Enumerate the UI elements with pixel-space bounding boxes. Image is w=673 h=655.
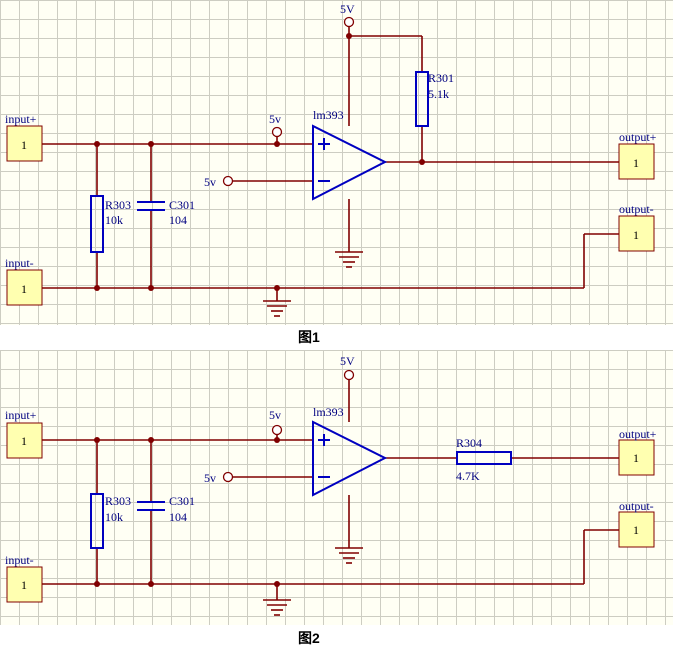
figure-1-caption: 图1	[298, 329, 320, 345]
pin-number: 1	[21, 282, 27, 296]
pin-number: 1	[633, 523, 639, 537]
c301-value: 104	[169, 213, 187, 227]
r304-value: 4.7K	[456, 469, 480, 483]
resistor-r304	[456, 451, 512, 465]
supply-label: 5V	[340, 2, 355, 16]
r303-value: 10k	[105, 510, 123, 524]
output-plus-label: output+	[619, 427, 657, 441]
output-plus-label: output+	[619, 130, 657, 144]
opamp-label: lm393	[313, 405, 344, 419]
r303-name: R303	[105, 494, 131, 508]
opamp-label: lm393	[313, 108, 344, 122]
pin-boxes	[6, 125, 655, 306]
power-ports	[222, 16, 355, 187]
ref-minus-label: 5v	[204, 471, 216, 485]
junction-dots	[94, 437, 280, 587]
ref-minus-label: 5v	[204, 175, 216, 189]
resistor-r303	[90, 195, 104, 253]
ref-plus-label: 5v	[269, 408, 281, 422]
pin-number: 1	[21, 578, 27, 592]
r301-value: 5.1k	[428, 87, 449, 101]
output-minus-label: output-	[619, 499, 654, 513]
opamp-symbol	[312, 124, 388, 201]
resistor-r303	[90, 493, 104, 549]
pin-number: 1	[21, 434, 27, 448]
resistor-r301	[415, 71, 429, 127]
wires	[42, 380, 619, 600]
pin-number: 1	[21, 138, 27, 152]
capacitor-c301	[137, 501, 165, 511]
pin-number: 1	[633, 228, 639, 242]
r303-value: 10k	[105, 213, 123, 227]
c301-name: C301	[169, 198, 195, 212]
input-minus-label: input-	[5, 553, 34, 567]
supply-label: 5V	[340, 354, 355, 368]
pin-number: 1	[633, 156, 639, 170]
c301-value: 104	[169, 510, 187, 524]
ref-plus-label: 5v	[269, 112, 281, 126]
power-ports	[222, 369, 355, 483]
input-minus-label: input-	[5, 256, 34, 270]
output-minus-label: output-	[619, 202, 654, 216]
pin-number: 1	[633, 451, 639, 465]
wires	[42, 17, 619, 301]
opamp-symbol	[312, 420, 388, 497]
r301-name: R301	[428, 71, 454, 85]
r304-name: R304	[456, 436, 482, 450]
schematic-grid-2	[0, 350, 673, 625]
pin-boxes	[6, 422, 655, 603]
schematic-figure-1: input+ input- output+ output- 5V 5v 5v l…	[5, 2, 657, 317]
c301-name: C301	[169, 494, 195, 508]
input-plus-label: input+	[5, 408, 37, 422]
input-plus-label: input+	[5, 112, 37, 126]
schematic-figure-2: input+ input- output+ output- 5V 5v 5v l…	[5, 354, 657, 616]
r303-name: R303	[105, 198, 131, 212]
figure-2-caption: 图2	[298, 630, 320, 646]
capacitor-c301	[137, 201, 165, 211]
ground-symbols	[263, 251, 363, 317]
junction-dots	[94, 33, 425, 291]
ground-symbols	[263, 547, 363, 616]
